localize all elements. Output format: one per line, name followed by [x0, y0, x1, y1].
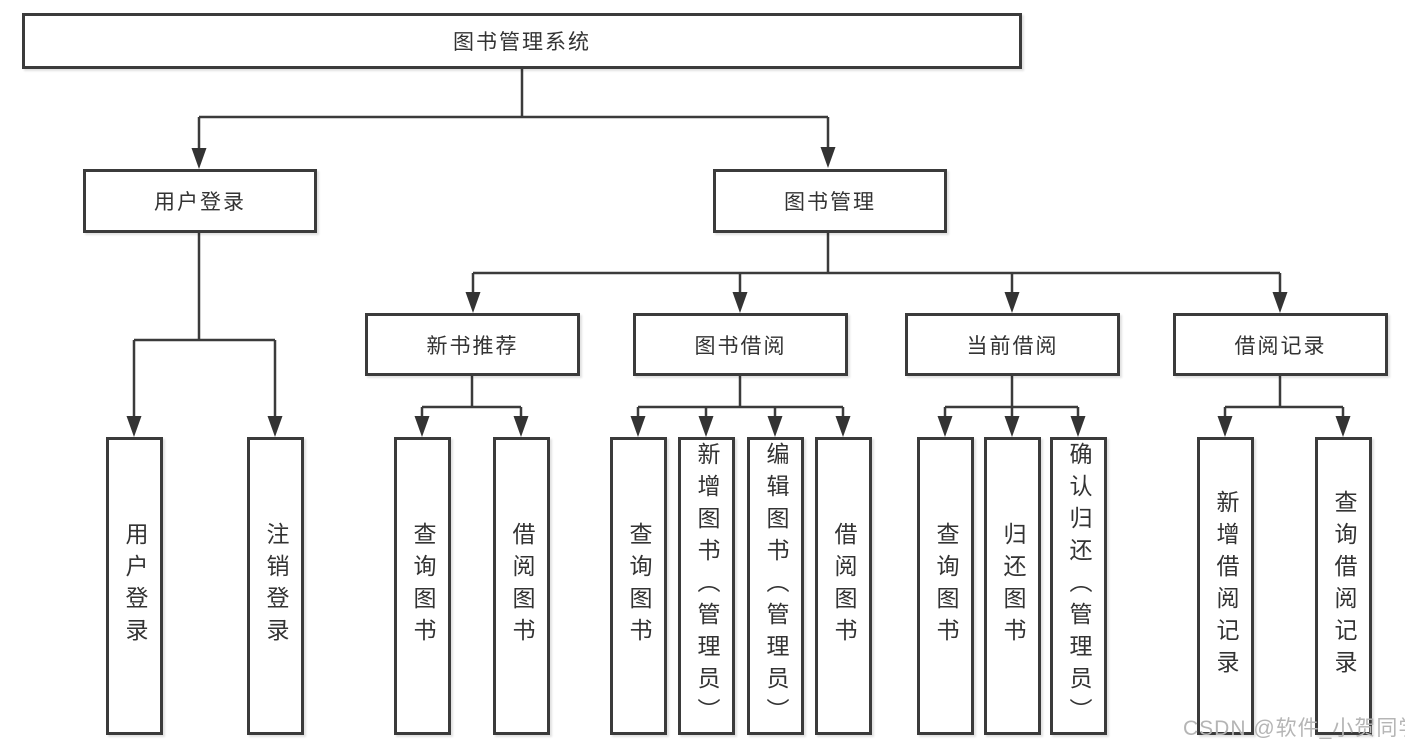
node-borrow-books-borrowing-label: 借阅图书	[831, 522, 857, 650]
node-confirm-return-admin: 确认归还（管理员）	[1050, 437, 1107, 735]
csdn-watermark: CSDN @软件_小贺同学	[1183, 717, 1405, 740]
node-book-management: 图书管理	[713, 169, 947, 233]
node-new-book-recommendation: 新书推荐	[365, 313, 580, 376]
node-confirm-return-admin-label: 确认归还（管理员）	[1066, 442, 1092, 730]
node-query-books-borrowing: 查询图书	[610, 437, 667, 735]
node-borrowing-records-label: 借阅记录	[1234, 334, 1327, 358]
node-query-books-current: 查询图书	[917, 437, 974, 735]
node-current-borrowing-label: 当前借阅	[966, 334, 1059, 358]
node-query-books-recommend-label: 查询图书	[410, 522, 436, 650]
node-new-book-recommendation-label: 新书推荐	[426, 334, 519, 358]
node-query-borrow-record: 查询借阅记录	[1315, 437, 1372, 735]
node-user-login-label: 用户登录	[154, 191, 246, 214]
node-edit-books-admin-label: 编辑图书（管理员）	[763, 442, 789, 730]
node-book-borrowing: 图书借阅	[633, 313, 848, 376]
node-return-books-label: 归还图书	[1000, 522, 1026, 650]
node-root: 图书管理系统	[22, 13, 1022, 69]
node-borrow-books-recommend-label: 借阅图书	[509, 522, 535, 650]
node-user-login: 用户登录	[83, 169, 317, 233]
node-book-management-label: 图书管理	[784, 191, 876, 214]
node-book-borrowing-label: 图书借阅	[694, 334, 787, 358]
connector-currentborrow-to-leaves	[943, 376, 1080, 418]
node-add-borrow-record: 新增借阅记录	[1197, 437, 1254, 735]
node-current-borrowing: 当前借阅	[905, 313, 1120, 376]
node-logout-leaf: 注销登录	[247, 437, 304, 735]
connector-root-to-level2	[197, 68, 830, 150]
node-add-books-admin-label: 新增图书（管理员）	[694, 442, 720, 730]
connector-newbook-to-leaves	[420, 376, 523, 418]
connector-bookmgmt-to-level3	[471, 233, 1282, 294]
connector-userlogin-to-leaves	[132, 232, 277, 418]
connector-borrowrecords-to-leaves	[1223, 376, 1345, 418]
node-add-borrow-record-label: 新增借阅记录	[1213, 490, 1239, 682]
node-query-books-current-label: 查询图书	[933, 522, 959, 650]
node-borrowing-records: 借阅记录	[1173, 313, 1388, 376]
node-return-books: 归还图书	[984, 437, 1041, 735]
node-root-label: 图书管理系统	[453, 31, 591, 54]
node-borrow-books-borrowing: 借阅图书	[815, 437, 872, 735]
node-user-login-leaf: 用户登录	[106, 437, 163, 735]
node-query-books-borrowing-label: 查询图书	[626, 522, 652, 650]
node-edit-books-admin: 编辑图书（管理员）	[747, 437, 804, 735]
connector-bookborrow-to-leaves	[636, 376, 845, 418]
node-query-books-recommend: 查询图书	[394, 437, 451, 735]
node-add-books-admin: 新增图书（管理员）	[678, 437, 735, 735]
node-query-borrow-record-label: 查询借阅记录	[1331, 490, 1357, 682]
node-logout-leaf-label: 注销登录	[263, 522, 289, 650]
node-borrow-books-recommend: 借阅图书	[493, 437, 550, 735]
node-user-login-leaf-label: 用户登录	[122, 522, 148, 650]
